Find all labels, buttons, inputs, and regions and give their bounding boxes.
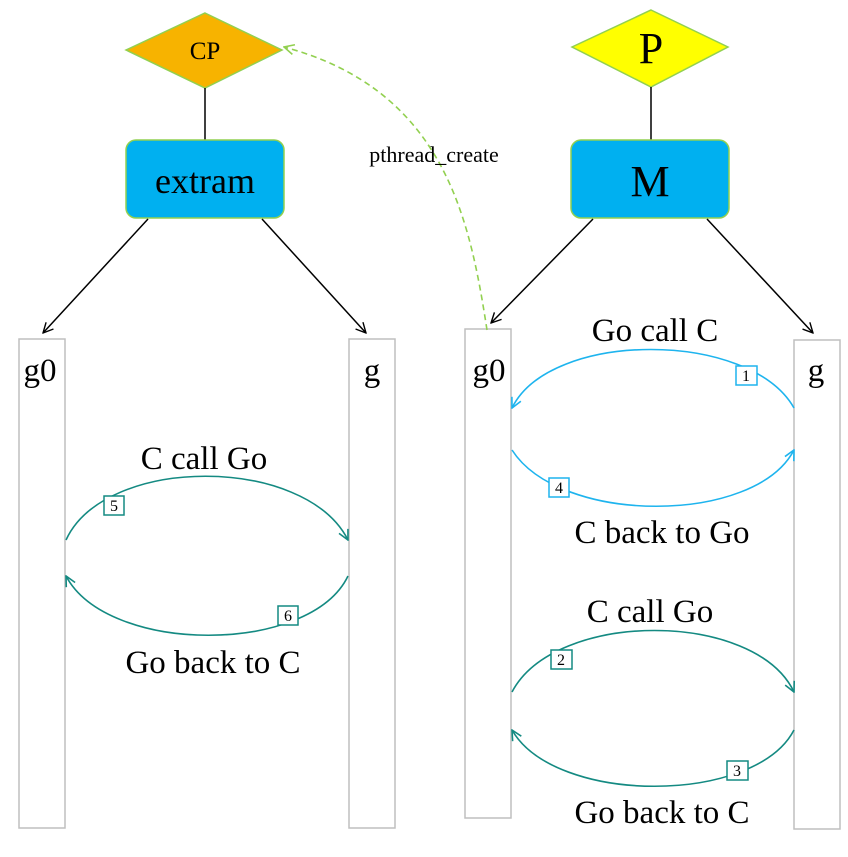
- left-c-call-go-arrow: [65, 475, 348, 540]
- left-c-call-go-label: C call Go: [141, 441, 267, 477]
- step-4-badge: [548, 477, 570, 498]
- step-3-number: 3: [733, 763, 741, 780]
- right-go-call-c-label: Go call C: [592, 313, 718, 349]
- left-go-back-to-c-arrow: [66, 576, 349, 637]
- p-process-label: P: [639, 24, 663, 73]
- pthread-create-label: pthread_create: [369, 142, 498, 167]
- extram-thread-label: extram: [155, 161, 255, 201]
- m-to-g0-arrow: [491, 218, 594, 323]
- left-g-lane-label: g: [364, 353, 381, 389]
- step-2-badge: [550, 649, 573, 670]
- left-g-lane: [348, 338, 396, 829]
- step-3-badge: [726, 760, 749, 781]
- right-c-call-go-arrow: [511, 629, 794, 693]
- step-5-badge: [103, 495, 125, 516]
- right-c-back-to-go-label: C back to Go: [574, 515, 749, 551]
- step-6-number: 6: [284, 608, 292, 625]
- m-thread-label: M: [630, 157, 669, 206]
- right-thread-group: P M g0 g Go call C 1 4 C back to Go C ca…: [464, 9, 841, 831]
- step-4-number: 4: [555, 480, 563, 497]
- right-g0-lane: [464, 328, 512, 819]
- right-g-lane: [793, 339, 841, 830]
- left-g0-lane-label: g0: [24, 353, 57, 389]
- step-1-badge: [735, 365, 758, 386]
- m-to-g-arrow: [706, 218, 813, 333]
- pthread-create-dashed-arrow: [284, 47, 488, 331]
- left-go-back-to-c-label: Go back to C: [125, 645, 300, 681]
- left-thread-group: CP extram g0 g C call Go 5 6 Go back to …: [18, 12, 396, 829]
- step-2-number: 2: [557, 652, 565, 669]
- right-go-back-to-c-arrow: [512, 730, 795, 788]
- right-c-back-to-go-arrow: [511, 450, 794, 508]
- right-g-lane-label: g: [808, 353, 825, 389]
- step-6-badge: [277, 605, 299, 626]
- left-g0-lane: [18, 338, 66, 829]
- extram-to-g0-arrow: [43, 218, 149, 333]
- right-go-back-to-c-label: Go back to C: [574, 795, 749, 831]
- step-5-number: 5: [110, 498, 118, 515]
- right-go-call-c-arrow: [512, 348, 795, 409]
- extram-thread-box[interactable]: [125, 139, 285, 219]
- extram-to-g-arrow: [261, 218, 366, 333]
- m-thread-box[interactable]: [570, 139, 730, 219]
- right-g0-lane-label: g0: [473, 353, 506, 389]
- right-c-call-go-label: C call Go: [587, 594, 713, 630]
- step-1-number: 1: [742, 368, 750, 385]
- cp-process-label: CP: [190, 38, 221, 65]
- pthread-create-group: pthread_create: [284, 47, 499, 331]
